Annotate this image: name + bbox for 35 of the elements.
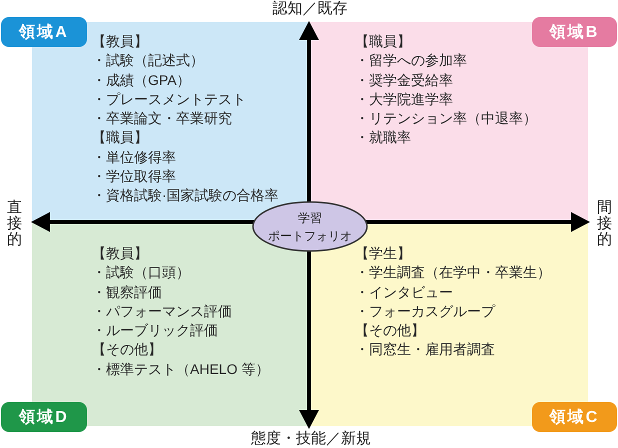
group-heading: 【教員】: [92, 244, 148, 263]
list-item: ・学生調査（在学中・卒業生）: [355, 263, 551, 282]
quadrant-panel: [309, 22, 588, 222]
group-heading: 【職員】: [355, 32, 411, 51]
tab-label: 領域B: [532, 17, 617, 47]
list-item: ・単位修得率: [92, 148, 176, 167]
group-heading: 【その他】: [92, 340, 162, 360]
axis-label: 認知／既存: [272, 0, 348, 18]
group-heading: 【教員】: [92, 32, 148, 51]
group-heading: 【職員】: [92, 128, 148, 148]
list-item: ・大学院進学率: [355, 90, 453, 109]
list-item: ・インタビュー: [355, 282, 453, 302]
list-item: ・同窓生・雇用者調査: [355, 340, 495, 360]
list-item: ・就職率: [355, 128, 411, 148]
list-item: ・標準テスト（AHELO 等）: [92, 360, 270, 379]
axis-label: 態度・技能／新規: [251, 430, 371, 448]
list-item: ・卒業論文・卒業研究: [92, 109, 232, 128]
tab-label: 領域C: [532, 402, 617, 432]
axis-label: 間接的: [597, 200, 612, 248]
list-item: ・留学への参加率: [355, 51, 467, 70]
list-item: ・奨学金受給率: [355, 70, 453, 90]
list-item: ・リテンション率（中退率）: [355, 109, 537, 128]
list-item: ・ルーブリック評価: [92, 321, 218, 340]
group-heading: 【その他】: [355, 321, 425, 340]
tab-label: 領域A: [1, 17, 87, 47]
list-item: ・フォーカスグループ: [355, 302, 495, 321]
list-item: ・学位取得率: [92, 167, 176, 186]
list-item: ・試験（口頭）: [92, 263, 190, 282]
list-item: ・試験（記述式）: [92, 51, 204, 70]
list-item: ・パフォーマンス評価: [92, 302, 232, 321]
list-item: ・プレースメントテスト: [92, 90, 246, 109]
tab-label: 領域D: [1, 402, 87, 432]
axis-label: 直接的: [7, 200, 22, 248]
list-item: ・観察評価: [92, 282, 162, 302]
list-item: ・成績（GPA）: [92, 70, 191, 90]
